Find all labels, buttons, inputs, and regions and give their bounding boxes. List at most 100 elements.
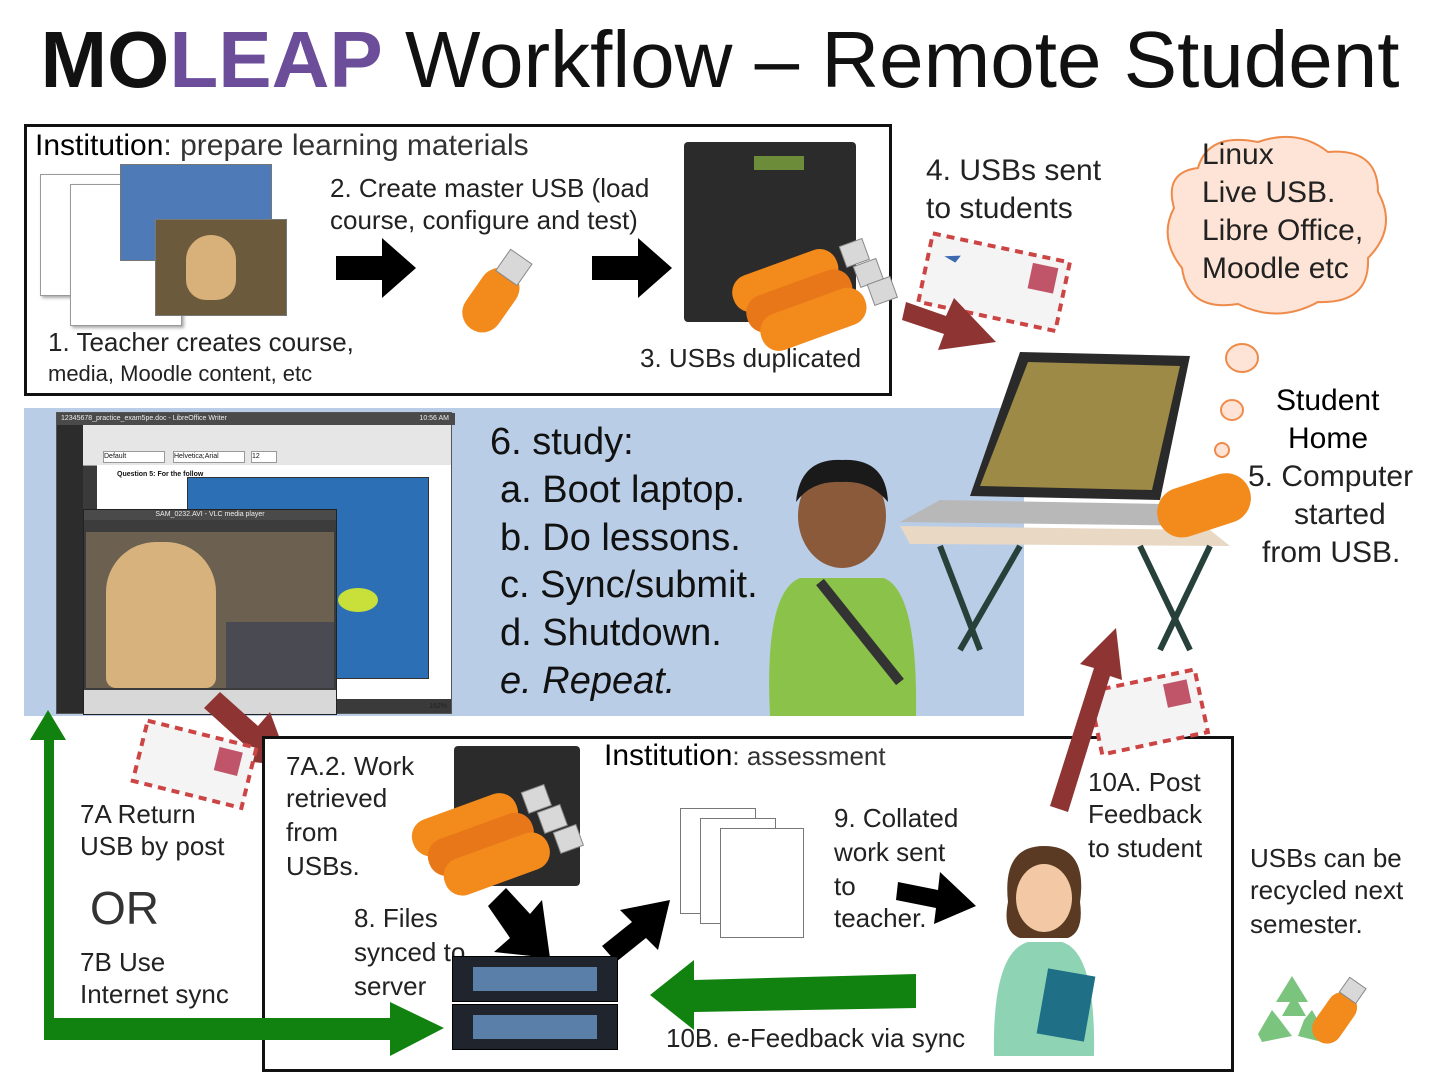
step5-line1: 5. Computer	[1248, 460, 1414, 493]
screen-clock: 10:56 AM	[419, 415, 449, 422]
zoom-level: 162%	[429, 703, 447, 710]
vlc-titlebar: SAM_0232.AVI - VLC media player	[84, 510, 336, 520]
prep-heading-sub: : prepare learning materials	[163, 129, 529, 162]
step8-line3: server	[354, 971, 427, 1001]
usb-in-laptop-icon	[1157, 473, 1251, 538]
cloud-line-2: Live USB.	[1202, 176, 1336, 209]
usb-stack-2-icon	[411, 783, 585, 896]
green-arrow-internet-sync	[30, 710, 444, 1056]
step5-line3: from USB.	[1262, 536, 1401, 569]
fish-icon	[338, 588, 378, 612]
server-unit-1	[452, 956, 618, 1002]
step7a2-line3: from	[286, 817, 338, 847]
recycle-line3: semester.	[1250, 909, 1363, 939]
cloud-line-3: Libre Office,	[1202, 214, 1364, 247]
black-arrow-2	[592, 238, 672, 298]
student-person-image	[769, 459, 917, 716]
teacher-person-image	[993, 846, 1096, 1056]
title-rest: Workflow – Remote Student	[382, 15, 1400, 104]
video-person	[106, 542, 216, 688]
writer-title: 12345678_practice_exam5pe.doc - LibreOff…	[61, 415, 227, 422]
step1-line1: 1. Teacher creates course,	[48, 327, 354, 357]
student-home-line1: Student	[1276, 384, 1380, 417]
title-leap: LEAP	[169, 15, 383, 104]
writer-toolbar: Default Helvetica;Arial 12	[83, 425, 451, 466]
black-arrow-to-teacher	[896, 872, 976, 924]
video-face	[186, 235, 236, 300]
desktop-screenshot: 12345678_practice_exam5pe.doc - LibreOff…	[56, 412, 455, 715]
black-arrow-down-to-server	[488, 888, 550, 958]
step4-line2: to students	[926, 192, 1073, 225]
laptop-on-table-image	[900, 352, 1230, 652]
writer-titlebar: 12345678_practice_exam5pe.doc - LibreOff…	[57, 413, 455, 425]
study-heading: 6. study:	[490, 421, 634, 463]
step8-line1: 8. Files	[354, 903, 438, 933]
step1-line2: media, Moodle content, etc	[48, 361, 313, 386]
study-item-c: c. Sync/submit.	[500, 564, 758, 606]
red-arrow-up-to-student	[1050, 628, 1122, 812]
recycle-line1: USBs can be	[1250, 843, 1402, 873]
doc-page-3	[720, 828, 804, 938]
step7b-line1: 7B Use	[80, 947, 166, 977]
step4-line1: 4. USBs sent	[926, 154, 1102, 187]
server-icon	[452, 956, 618, 1050]
page-title: MOLEAP Workflow – Remote Student	[0, 12, 1440, 108]
red-arrow-to-laptop	[902, 298, 996, 350]
thought-bubble-2	[1220, 399, 1244, 421]
collated-documents-icon	[676, 806, 806, 938]
study-item-a: a. Boot laptop.	[500, 469, 746, 511]
usb-drive-icon	[462, 248, 533, 333]
study-item-b: b. Do lessons.	[500, 517, 741, 559]
step8-line2: synced to	[354, 937, 466, 967]
video-street	[226, 622, 334, 688]
server-unit-2	[452, 1004, 618, 1050]
prep-heading-strong: Institution	[35, 129, 164, 162]
step2-line1: 2. Create master USB (load	[330, 173, 650, 203]
style-box: Default	[103, 451, 165, 463]
thought-bubble-1	[1225, 343, 1259, 373]
recycle-line2: recycled next	[1250, 875, 1404, 905]
recycle-usb-icon	[1312, 976, 1367, 1044]
step3-label: 3. USBs duplicated	[640, 343, 862, 373]
vlc-title: SAM_0232.AVI - VLC media player	[155, 511, 265, 518]
step7a2-line1: 7A.2. Work	[286, 751, 415, 781]
or-label: OR	[90, 882, 159, 934]
assessment-heading: Institution: assessment	[604, 738, 886, 774]
usb-stack-icon	[732, 237, 899, 351]
assessment-heading-sub: : assessment	[732, 741, 886, 771]
thought-cloud	[1166, 135, 1387, 315]
course-materials-image	[40, 164, 290, 326]
question-text: Question 5: For the follow	[117, 471, 204, 478]
green-arrow-efeedback	[650, 960, 916, 1030]
step7b-line2: Internet sync	[80, 979, 229, 1009]
student-home-line2: Home	[1288, 422, 1369, 455]
step9-line2: work sent	[834, 837, 946, 867]
server-bays-2	[473, 1015, 597, 1039]
step5-line2: started	[1294, 498, 1386, 531]
step9-line1: 9. Collated	[834, 803, 959, 833]
video-screenshot	[155, 219, 287, 316]
step10a-line1: 10A. Post	[1088, 767, 1201, 797]
launcher-bar	[57, 425, 83, 713]
server-bays-1	[473, 967, 597, 991]
thought-bubble-3	[1214, 442, 1230, 458]
step9-line4: teacher.	[834, 903, 927, 933]
step10a-line3: to student	[1088, 833, 1203, 863]
step7a2-line4: USBs.	[286, 851, 360, 881]
black-arrow-1	[336, 238, 416, 298]
size-box: 12	[251, 451, 277, 463]
study-item-d: d. Shutdown.	[500, 612, 722, 654]
step7a2-line2: retrieved	[286, 783, 388, 813]
step9-line3: to	[834, 871, 856, 901]
prep-box-heading: Institution: prepare learning materials	[35, 128, 529, 164]
envelope-feedback-icon	[1086, 667, 1211, 757]
cloud-line-4: Moodle etc	[1202, 252, 1349, 285]
assessment-heading-strong: Institution	[604, 739, 733, 772]
envelope-return-icon	[130, 718, 259, 811]
study-item-e: e. Repeat.	[500, 660, 676, 702]
title-mo: MO	[40, 15, 170, 104]
vlc-video	[86, 532, 334, 688]
vlc-window: SAM_0232.AVI - VLC media player	[83, 509, 337, 715]
step10b-label: 10B. e-Feedback via sync	[666, 1023, 966, 1053]
step10a-line2: Feedback	[1088, 799, 1203, 829]
